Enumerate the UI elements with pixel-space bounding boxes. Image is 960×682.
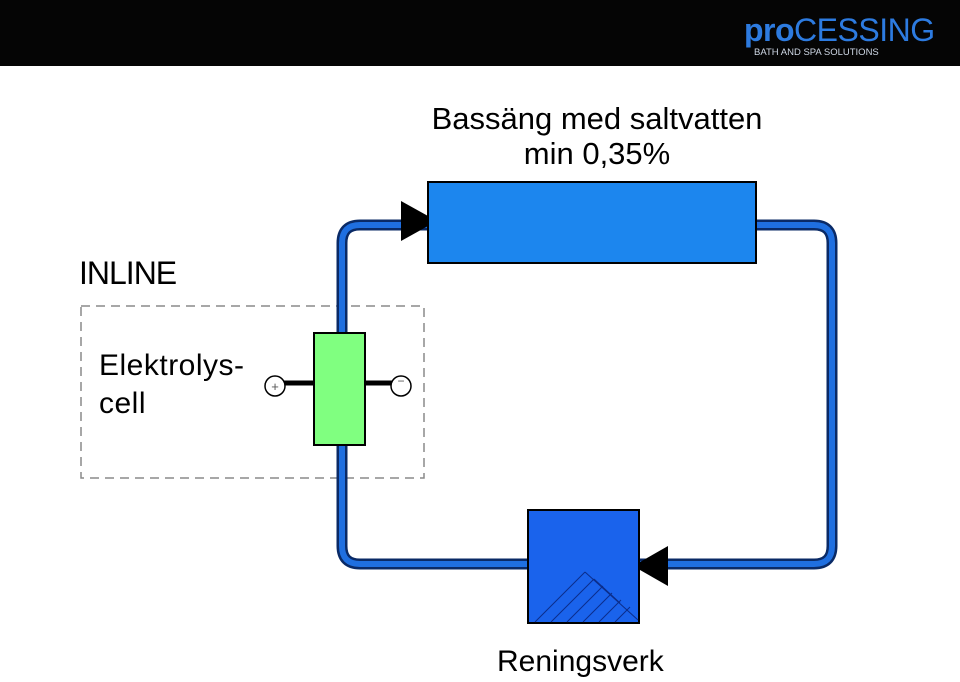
brand-logo: proCESSING <box>744 14 935 46</box>
flow-arrow-to-pool <box>401 201 437 241</box>
filter-unit <box>527 509 640 624</box>
header-bar: proCESSING BATH AND SPA SOLUTIONS <box>0 0 960 66</box>
pool-title: Bassäng med saltvatten min 0,35% <box>300 101 894 172</box>
cell-body <box>313 332 366 446</box>
inline-label: INLINE <box>79 255 177 291</box>
cell-label: Elektrolys- cell <box>99 347 245 423</box>
cell-label-line1: Elektrolys- <box>99 349 245 382</box>
pool-rectangle <box>427 181 757 264</box>
terminal-plus-sign: + <box>271 379 279 394</box>
filter-hatch <box>534 571 639 623</box>
flow-arrow-to-filter <box>633 546 668 586</box>
terminal-minus-circle <box>390 375 412 397</box>
pool-title-line2: min 0,35% <box>523 136 671 171</box>
terminal-plus-circle <box>264 375 286 397</box>
pool-title-line1: Bassäng med saltvatten <box>431 101 763 136</box>
logo-tagline: BATH AND SPA SOLUTIONS <box>754 47 879 58</box>
terminal-minus-sign: − <box>397 374 404 388</box>
electrolysis-cell: + − <box>264 332 412 446</box>
logo-bold-part: pro <box>744 12 795 48</box>
inline-dashed-box <box>80 305 425 479</box>
cell-label-line2: cell <box>99 387 147 420</box>
filter-label: Reningsverk <box>497 645 664 678</box>
logo-rest-part: CESSING <box>794 12 935 48</box>
